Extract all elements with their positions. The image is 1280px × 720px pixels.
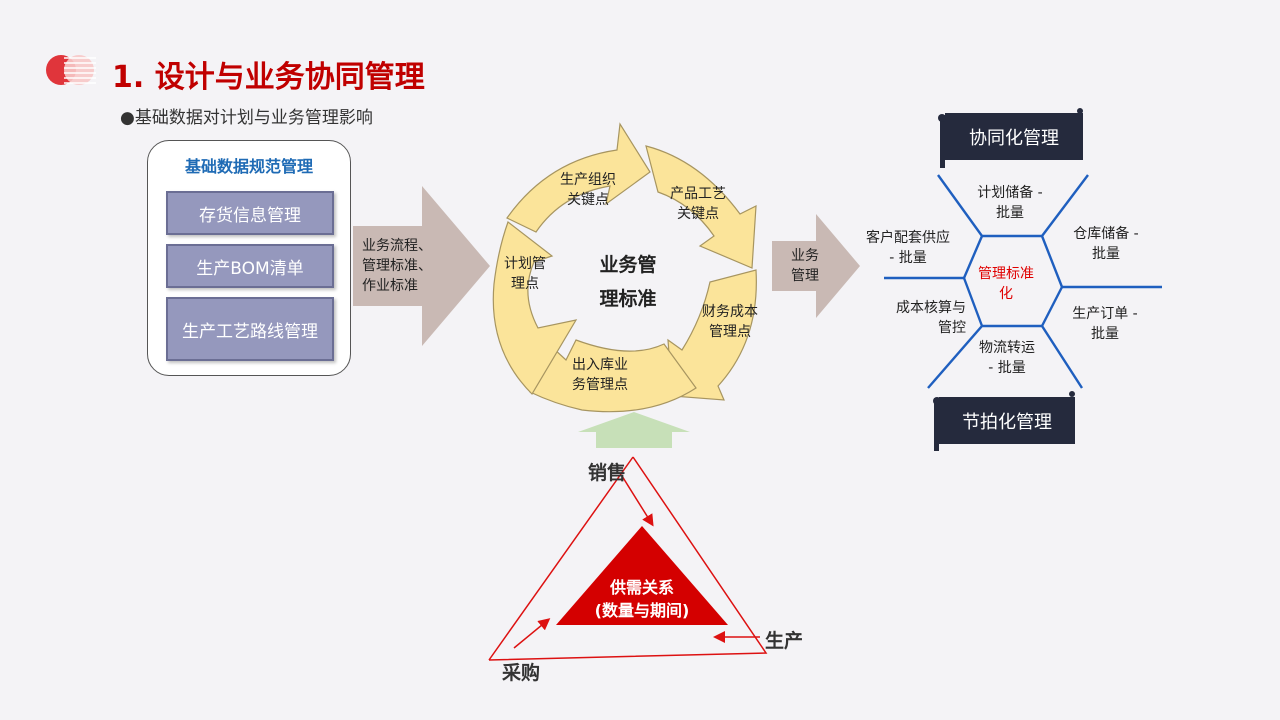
rhythm-banner: 节拍化管理 (939, 397, 1075, 444)
process-arrow-2 (772, 214, 860, 318)
triangle-label-sales: 销售 (588, 462, 627, 484)
cycle-segment-finance (667, 269, 757, 401)
cycle-label-plan: 计划管理点 (504, 256, 546, 292)
triangle-center-label: 供需关系 (数量与期间) (594, 578, 690, 620)
label-logistics: 物流转运- 批量 (979, 340, 1035, 376)
cycle-label-finance: 财务成本管理点 (702, 304, 758, 340)
process-arrow-1 (353, 186, 490, 346)
label-warehouse-reserve: 仓库储备 -批量 (1073, 226, 1139, 262)
triangle-label-production: 生产 (765, 630, 804, 652)
label-cost-control: 成本核算与管控 (896, 300, 966, 336)
cycle-segment-production (506, 122, 651, 233)
panel-title: 基础数据规范管理 (184, 157, 313, 176)
cycle-center-label: 业务管 理标准 (599, 254, 657, 310)
standardization-network (884, 174, 1162, 389)
routing-box: 生产工艺路线管理 (166, 297, 334, 361)
page-title: 1. 设计与业务协同管理 (112, 60, 425, 95)
label-customer-supply: 客户配套供应- 批量 (866, 230, 950, 266)
cycle-label-process: 产品工艺关键点 (670, 186, 726, 222)
cycle-segment-process (645, 145, 757, 269)
cycle-segment-warehouse (529, 334, 697, 413)
arrow1-label: 业务流程、 管理标准、 作业标准 (362, 238, 432, 294)
bom-list-box: 生产BOM清单 (166, 244, 334, 288)
center-standardization: 管理标准化 (978, 266, 1034, 302)
label-production-order: 生产订单 -批量 (1072, 306, 1138, 342)
logo-icon (46, 55, 96, 85)
cycle-segment-plan (492, 221, 578, 395)
label-plan-reserve: 计划储备 -批量 (977, 185, 1043, 221)
page-subtitle: ●基础数据对计划与业务管理影响 (120, 108, 373, 128)
arrow2-label: 业务 管理 (791, 248, 819, 284)
inventory-info-box: 存货信息管理 (166, 191, 334, 235)
triangle-label-purchase: 采购 (502, 662, 541, 684)
cycle-label-warehouse: 出入库业务管理点 (572, 357, 628, 393)
cycle-label-production: 生产组织关键点 (560, 172, 616, 208)
collaboration-banner: 协同化管理 (945, 113, 1083, 160)
up-arrow-icon (578, 412, 690, 448)
banner-top-scroll (938, 108, 1083, 168)
supply-demand-triangle (488, 456, 768, 661)
cycle-diagram (492, 122, 757, 413)
